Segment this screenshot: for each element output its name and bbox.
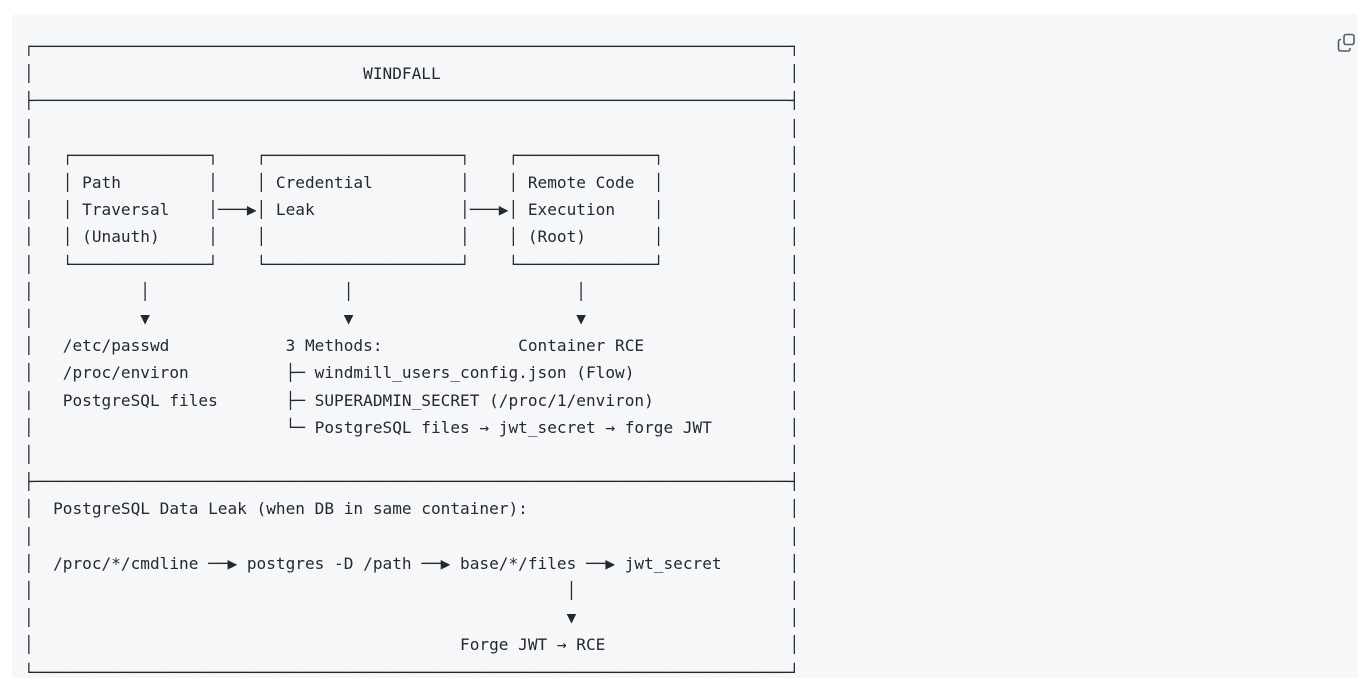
- diagram-line: ┌───────────────────────────────────────…: [24, 37, 800, 56]
- diagram-line: │ /proc/environ ├─ windmill_users_config…: [24, 363, 800, 383]
- diagram-line: │ /etc/passwd 3 Methods: Container RCE │: [24, 336, 800, 356]
- diagram-line: │ ┌──────────────┐ ┌────────────────────…: [24, 145, 800, 165]
- diagram-line: │ └─ PostgreSQL files → jwt_secret → for…: [24, 417, 800, 437]
- diagram-line: ├───────────────────────────────────────…: [24, 91, 800, 111]
- diagram-line: │ WINDFALL │: [24, 64, 800, 84]
- diagram-line: │ /proc/*/cmdline ──▶ postgres -D /path …: [24, 553, 800, 573]
- diagram-line: │ PostgreSQL files ├─ SUPERADMIN_SECRET …: [24, 390, 800, 410]
- diagram-line: │ ▼ ▼ ▼ │: [24, 309, 800, 329]
- copy-icon: [1336, 32, 1358, 54]
- diagram-line: │ │: [24, 118, 800, 138]
- diagram-line: │ │: [24, 445, 800, 465]
- diagram-line: │ └──────────────┘ └────────────────────…: [24, 254, 800, 274]
- code-block: [12, 14, 1358, 678]
- diagram-line: │ │ Path │ │ Credential │ │ Remote Code …: [24, 173, 800, 193]
- diagram-line: │ │: [24, 526, 800, 546]
- diagram-line: │ Forge JWT → RCE │: [24, 635, 800, 655]
- ascii-diagram: ┌───────────────────────────────────────…: [24, 33, 799, 686]
- copy-button[interactable]: [1336, 32, 1358, 54]
- diagram-line: │ │ Traversal │───▶│ Leak │───▶│ Executi…: [24, 200, 800, 220]
- diagram-line: │ │ (Unauth) │ │ │ │ (Root) │ │: [24, 227, 800, 247]
- diagram-line: │ │ │: [24, 581, 800, 601]
- diagram-line: ├───────────────────────────────────────…: [24, 472, 800, 492]
- diagram-line: │ │ │ │ │: [24, 281, 800, 301]
- diagram-line: └───────────────────────────────────────…: [24, 662, 800, 682]
- diagram-line: │ ▼ │: [24, 608, 800, 628]
- diagram-line: │ PostgreSQL Data Leak (when DB in same …: [24, 499, 800, 519]
